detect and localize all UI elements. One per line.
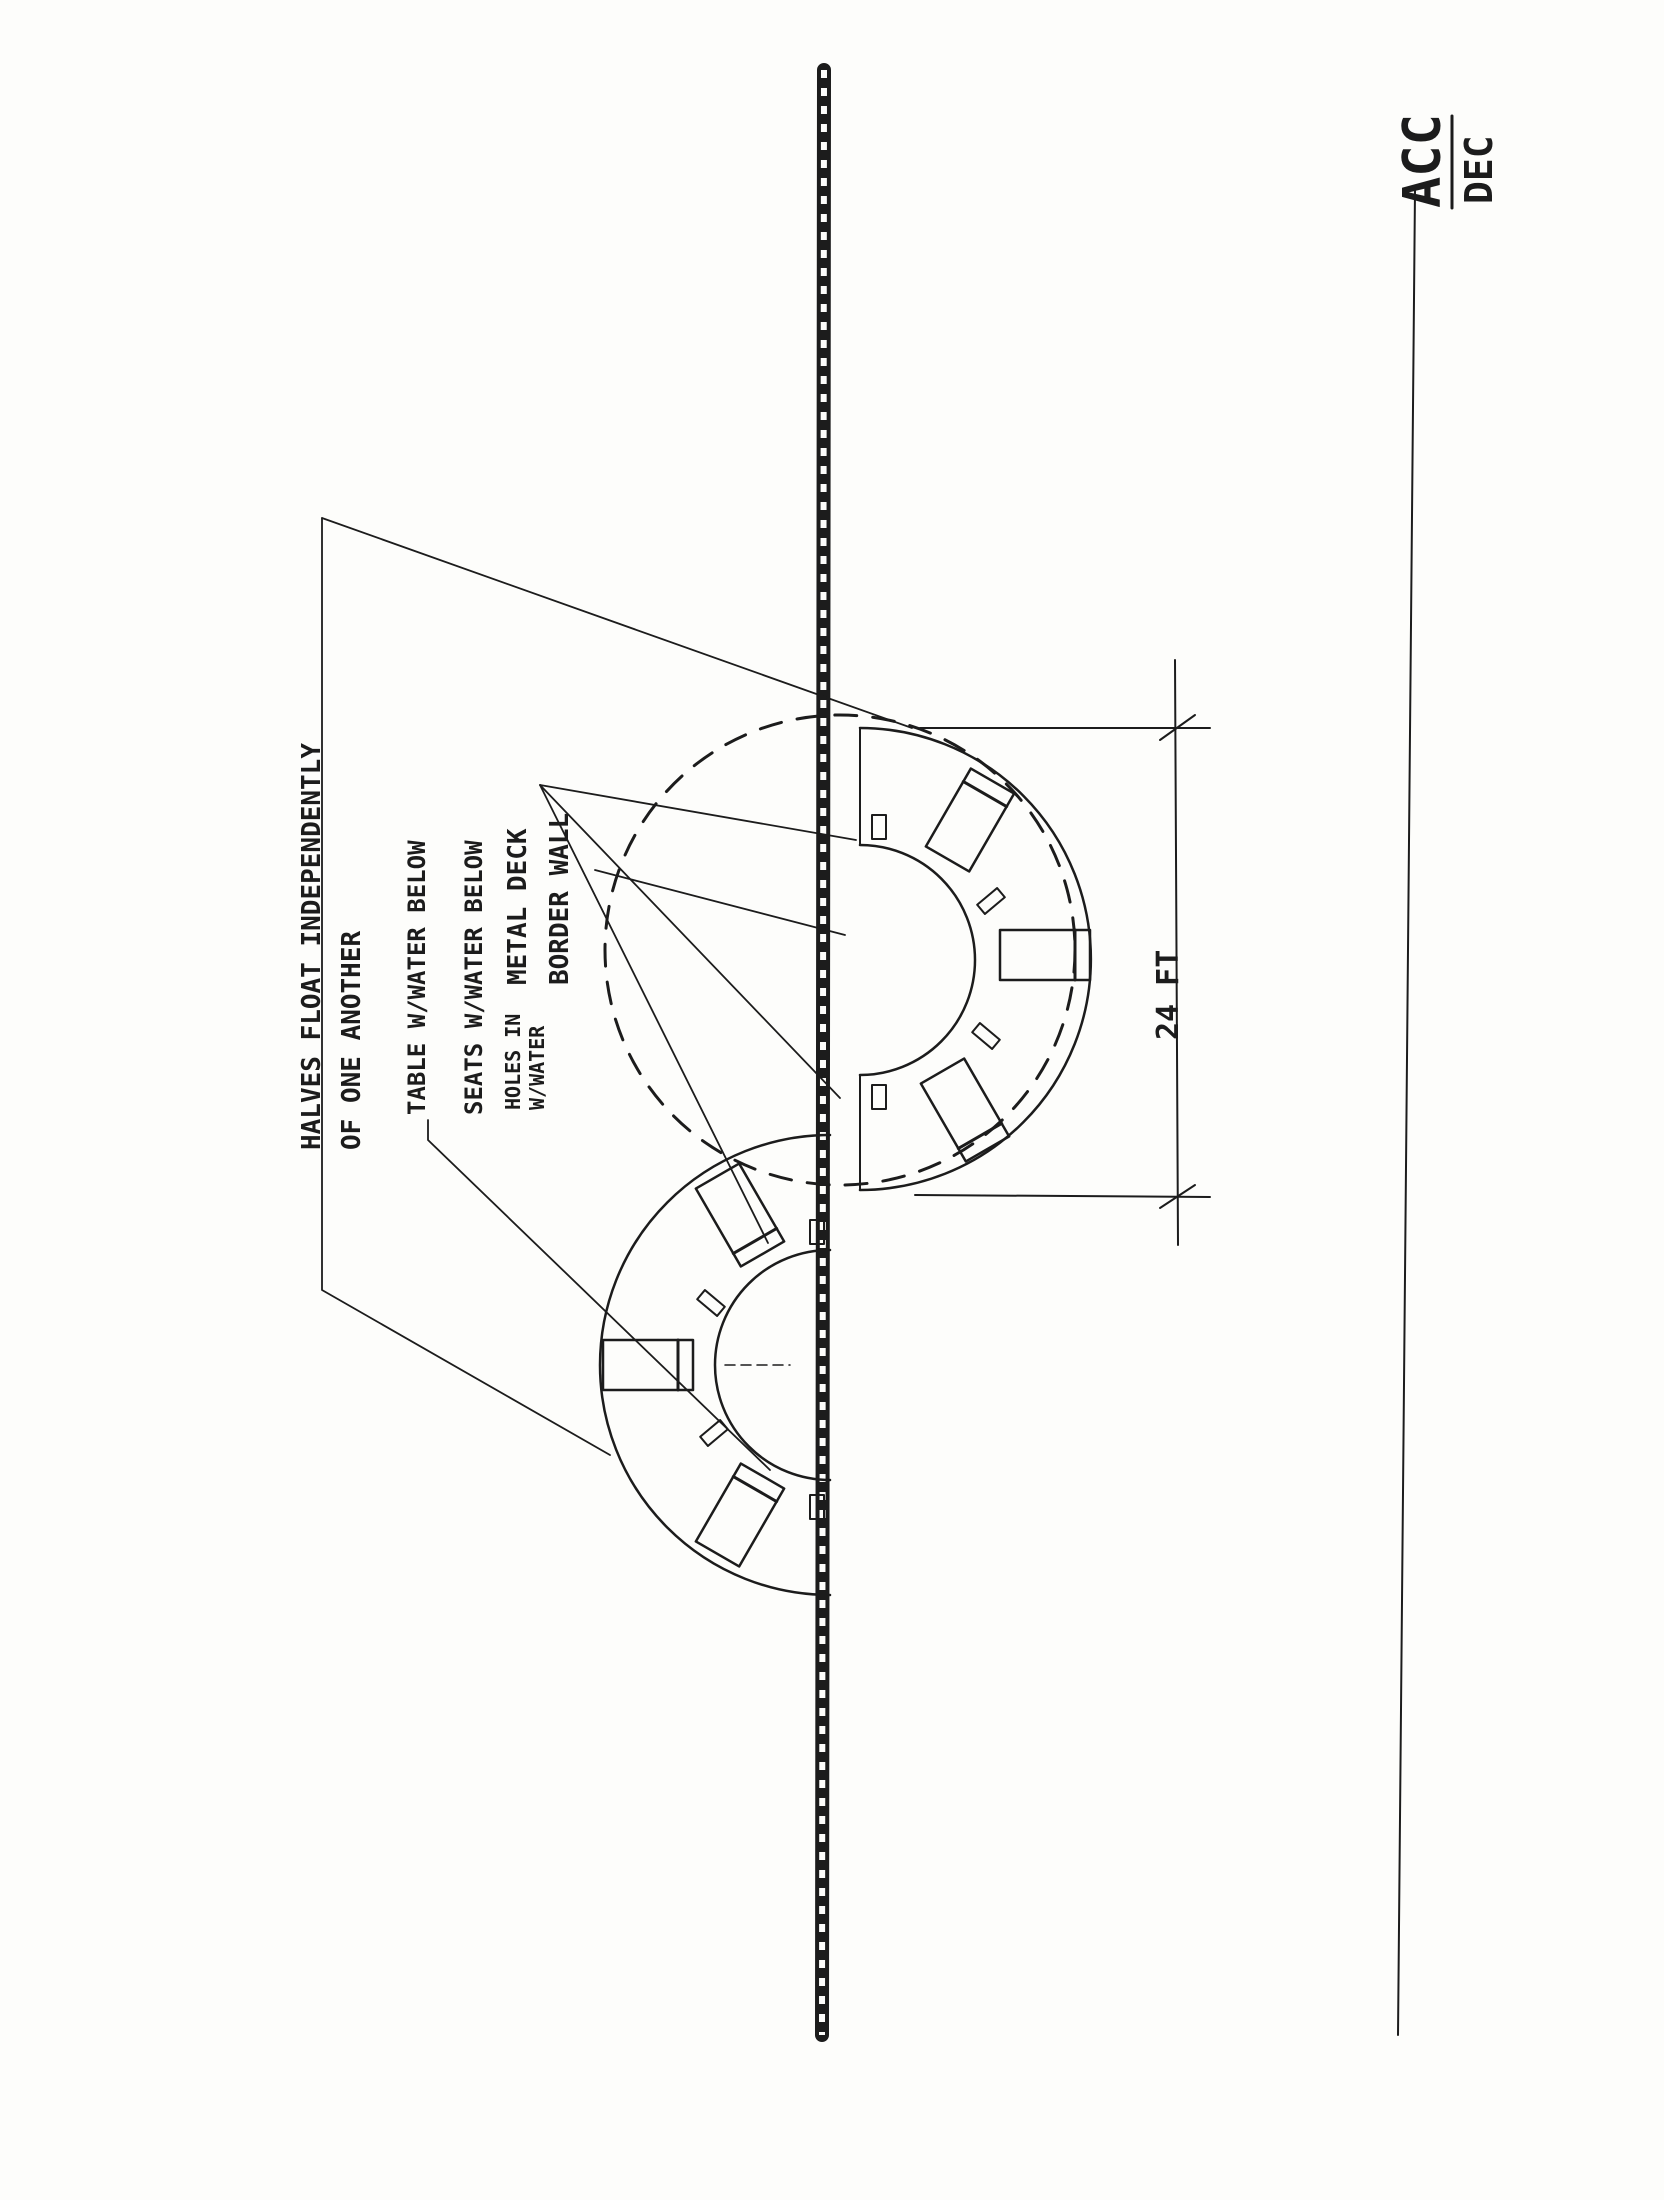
- upper-seat: [924, 767, 1016, 873]
- label-holes: HOLES IN W/WATER METAL DECK BORDER WALL: [501, 813, 575, 1110]
- halves-label-line2: OF ONE ANOTHER: [337, 931, 367, 1150]
- label-table: TABLE W/WATER BELOW: [403, 840, 431, 1115]
- title-bottom: DEC: [1457, 135, 1501, 204]
- dimension-24ft: [914, 659, 1211, 1246]
- leader-lines: [321, 517, 913, 1471]
- lower-seat: [694, 1462, 786, 1568]
- halves-label-line1: HALVES FLOAT INDEPENDENTLY: [297, 743, 327, 1150]
- upper-half-ring: [858, 726, 1093, 1192]
- holes-label-4: BORDER WALL: [545, 813, 575, 985]
- upper-seat: [998, 928, 1092, 982]
- border-line: [1397, 189, 1416, 2036]
- lower-half-ring: [598, 1133, 832, 1597]
- lower-seat: [694, 1162, 786, 1268]
- holes-label-3: METAL DECK: [503, 828, 533, 985]
- table-label: TABLE W/WATER BELOW: [403, 840, 431, 1115]
- label-seats: SEATS W/WATER BELOW: [460, 840, 488, 1115]
- footprint-dashed-circle: [603, 713, 1077, 1187]
- label-halves: HALVES FLOAT INDEPENDENTLY OF ONE ANOTHE…: [297, 743, 367, 1150]
- title-block: ACC DEC: [1393, 114, 1501, 210]
- holes-label-1: HOLES IN: [501, 1014, 525, 1110]
- seats-label: SEATS W/WATER BELOW: [460, 840, 488, 1115]
- dimension-label: 24 FT: [1151, 950, 1186, 1040]
- label-dimension: 24 FT: [1151, 950, 1186, 1040]
- title-top: ACC: [1393, 114, 1453, 208]
- dock-walkway: [815, 63, 831, 2042]
- upper-seat: [919, 1057, 1011, 1163]
- holes-label-2: W/WATER: [525, 1025, 549, 1110]
